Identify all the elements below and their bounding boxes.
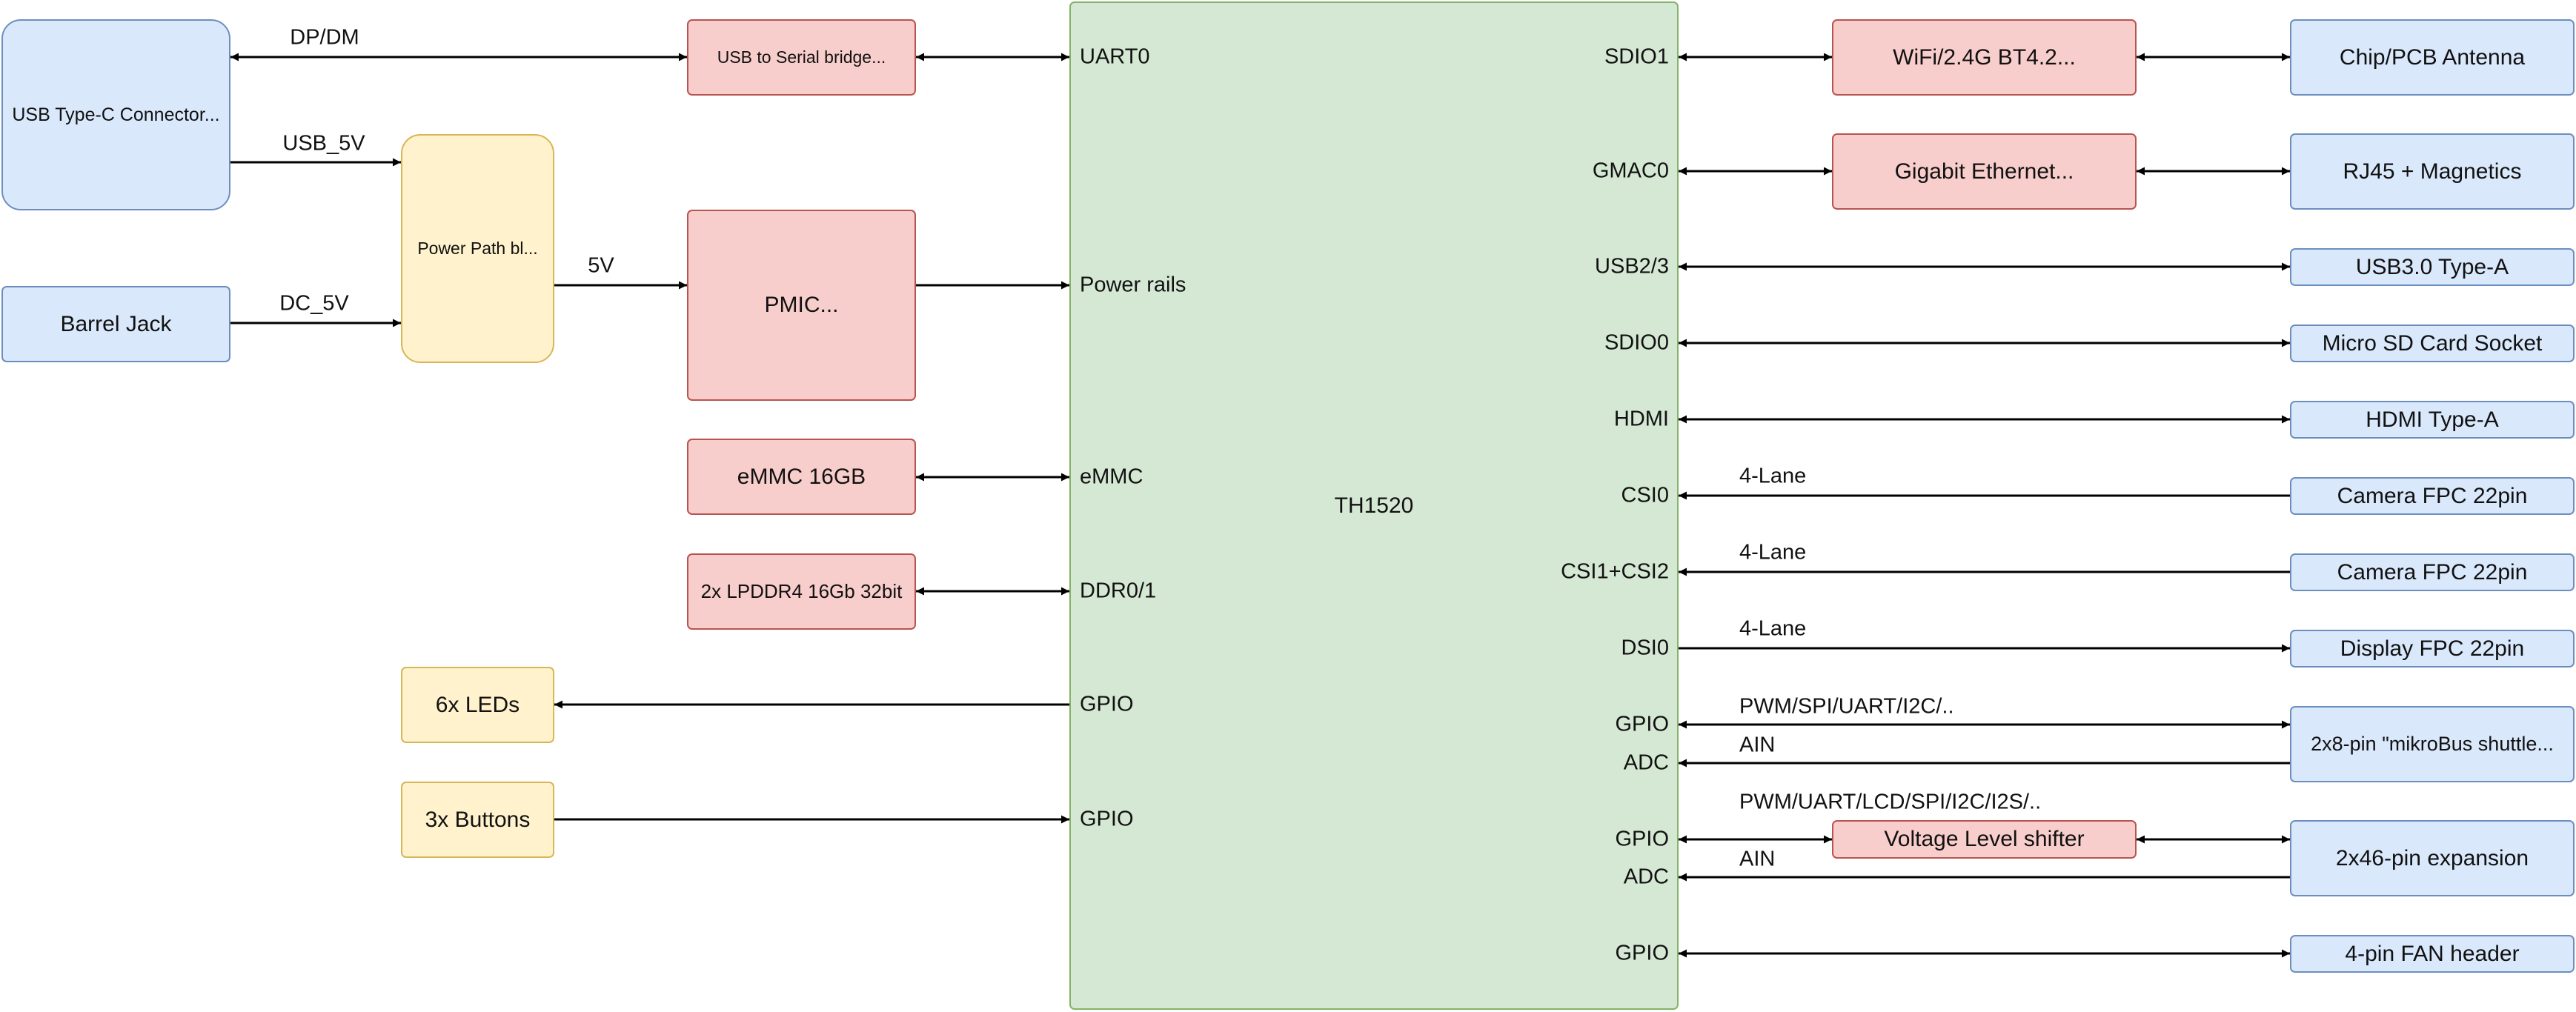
signal-usb-5v: USB_5V <box>282 131 365 156</box>
antenna-label: Chip/PCB Antenna <box>2339 44 2526 70</box>
expansion-header-block: 2x46-pin expansion <box>2290 820 2575 896</box>
port-adc-mikrobus: ADC <box>1623 750 1669 775</box>
voltage-level-shifter-label: Voltage Level shifter <box>1884 827 2085 851</box>
signal-mikrobus-ain: AIN <box>1739 733 1776 757</box>
port-gpio-fan: GPIO <box>1615 941 1669 965</box>
hdmi-type-a-label: HDMI Type-A <box>2366 407 2499 432</box>
port-gpio-mikrobus: GPIO <box>1615 712 1669 736</box>
port-emmc: eMMC <box>1080 465 1143 489</box>
gigabit-ethernet-block: Gigabit Ethernet... <box>1832 133 2137 210</box>
display-fpc-label: Display FPC 22pin <box>2340 636 2525 661</box>
lpddr4-label: 2x LPDDR4 16Gb 32bit <box>700 580 903 602</box>
antenna-block: Chip/PCB Antenna <box>2290 19 2575 96</box>
leds-block: 6x LEDs <box>401 667 554 743</box>
expansion-header-label: 2x46-pin expansion <box>2335 845 2529 870</box>
wifi-bt-label: WiFi/2.4G BT4.2... <box>1893 44 2076 70</box>
port-csi0: CSI0 <box>1621 483 1669 507</box>
buttons-label: 3x Buttons <box>425 807 531 832</box>
port-usb23: USB2/3 <box>1595 254 1669 279</box>
micro-sd-socket-label: Micro SD Card Socket <box>2322 330 2543 356</box>
port-power-rails: Power rails <box>1080 273 1186 297</box>
signal-csi0-lanes: 4-Lane <box>1739 464 1807 488</box>
signal-dsi0-lanes: 4-Lane <box>1739 616 1807 641</box>
camera-fpc-label-1: Camera FPC 22pin <box>2337 483 2528 508</box>
port-adc-expansion: ADC <box>1623 865 1669 889</box>
port-sdio1: SDIO1 <box>1604 44 1669 69</box>
usb-type-c-connector-block: USB Type-C Connector... <box>1 19 230 210</box>
mikrobus-header-label: 2x8-pin "mikroBus shuttle... <box>2311 733 2554 755</box>
camera-fpc-block-2: Camera FPC 22pin <box>2290 553 2575 591</box>
buttons-block: 3x Buttons <box>401 782 554 858</box>
rj45-label: RJ45 + Magnetics <box>2343 159 2522 184</box>
camera-fpc-block-1: Camera FPC 22pin <box>2290 477 2575 515</box>
voltage-level-shifter-block: Voltage Level shifter <box>1832 820 2137 859</box>
camera-fpc-label-2: Camera FPC 22pin <box>2337 559 2528 585</box>
emmc-block: eMMC 16GB <box>687 439 916 515</box>
barrel-jack-block: Barrel Jack <box>1 286 230 362</box>
pmic-block: PMIC... <box>687 210 916 401</box>
rj45-block: RJ45 + Magnetics <box>2290 133 2575 210</box>
micro-sd-socket-block: Micro SD Card Socket <box>2290 324 2575 362</box>
usb-serial-bridge-label: USB to Serial bridge... <box>717 47 886 67</box>
signal-5v: 5V <box>588 253 614 278</box>
signal-expansion-bus: PWM/UART/LCD/SPI/I2C/I2S/.. <box>1739 790 2042 814</box>
signal-csi12-lanes: 4-Lane <box>1739 540 1807 565</box>
signal-dc-5v: DC_5V <box>279 291 349 316</box>
lpddr4-block: 2x LPDDR4 16Gb 32bit <box>687 553 916 630</box>
port-gpio-leds: GPIO <box>1080 692 1134 716</box>
port-ddr: DDR0/1 <box>1080 579 1157 603</box>
usb-serial-bridge-block: USB to Serial bridge... <box>687 19 916 96</box>
emmc-label: eMMC 16GB <box>737 464 866 489</box>
fan-header-label: 4-pin FAN header <box>2345 941 2520 966</box>
fan-header-block: 4-pin FAN header <box>2290 935 2575 973</box>
port-csi12: CSI1+CSI2 <box>1561 559 1669 584</box>
signal-dpdm: DP/DM <box>290 25 359 50</box>
port-gpio-buttons: GPIO <box>1080 807 1134 831</box>
gigabit-ethernet-label: Gigabit Ethernet... <box>1894 159 2074 184</box>
port-gpio-expansion: GPIO <box>1615 827 1669 851</box>
mikrobus-header-block: 2x8-pin "mikroBus shuttle... <box>2290 706 2575 782</box>
port-dsi0: DSI0 <box>1621 636 1669 660</box>
usb-type-c-connector-label: USB Type-C Connector... <box>12 104 220 125</box>
signal-mikrobus-bus: PWM/SPI/UART/I2C/.. <box>1739 694 1954 719</box>
soc-block: TH1520 <box>1069 1 1679 1010</box>
signal-expansion-ain: AIN <box>1739 847 1776 871</box>
usb3-type-a-label: USB3.0 Type-A <box>2355 254 2509 279</box>
port-sdio0: SDIO0 <box>1604 330 1669 355</box>
power-path-label: Power Path bl... <box>417 239 538 258</box>
leds-label: 6x LEDs <box>435 692 520 717</box>
barrel-jack-label: Barrel Jack <box>60 311 172 336</box>
wifi-bt-block: WiFi/2.4G BT4.2... <box>1832 19 2137 96</box>
port-uart0: UART0 <box>1080 44 1150 69</box>
port-gmac0: GMAC0 <box>1592 159 1669 183</box>
pmic-label: PMIC... <box>764 293 839 317</box>
hdmi-type-a-block: HDMI Type-A <box>2290 401 2575 439</box>
power-path-block: Power Path bl... <box>401 134 554 363</box>
soc-label: TH1520 <box>1334 493 1414 518</box>
usb3-type-a-block: USB3.0 Type-A <box>2290 248 2575 286</box>
display-fpc-block: Display FPC 22pin <box>2290 630 2575 668</box>
port-hdmi: HDMI <box>1613 407 1669 431</box>
